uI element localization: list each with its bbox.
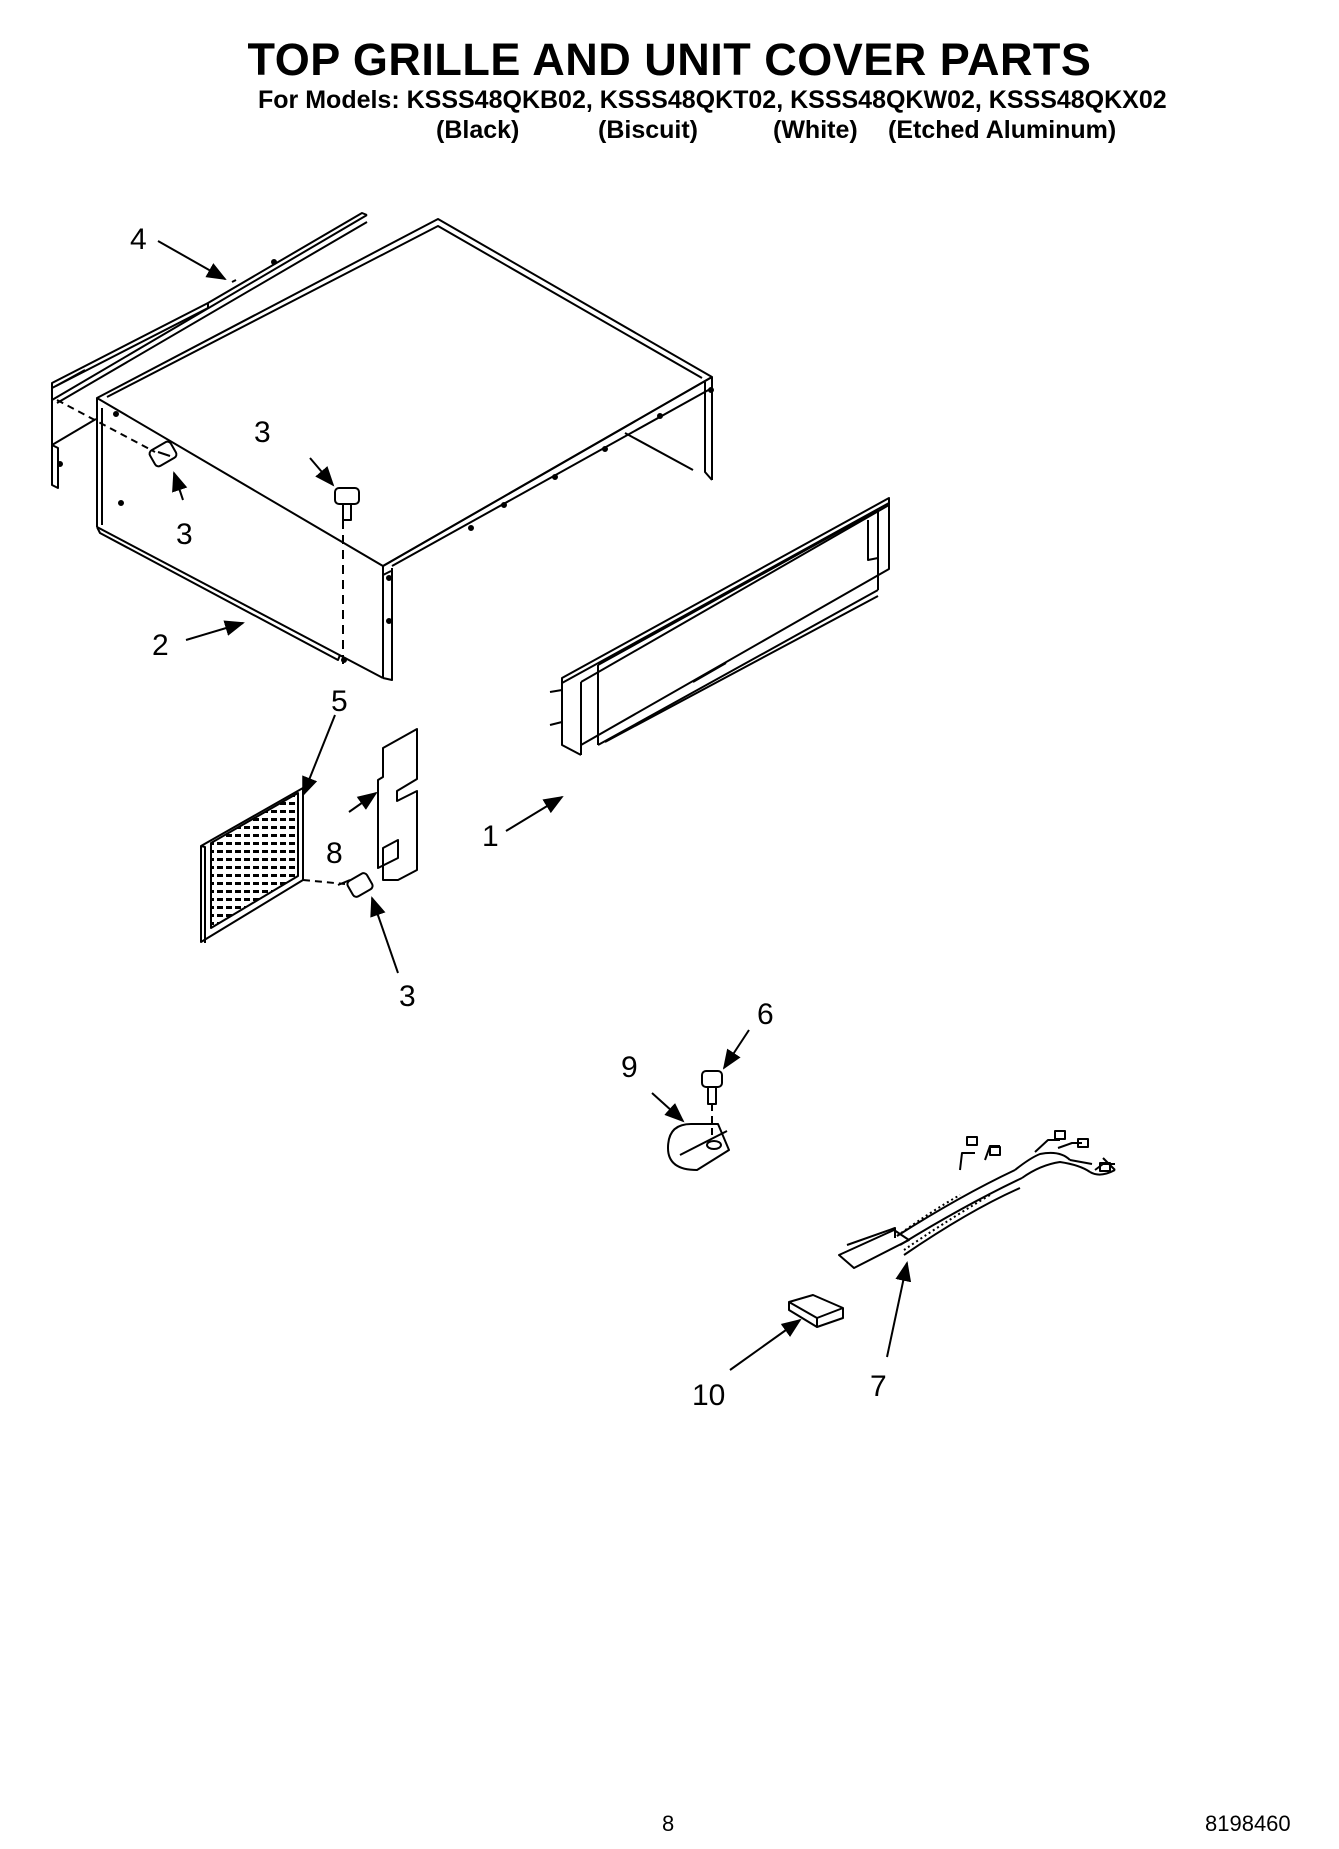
leader-3b — [172, 471, 188, 501]
clamp-part — [667, 1123, 730, 1171]
leader-6 — [722, 1029, 750, 1070]
leader-3c — [370, 896, 399, 974]
rear-panel-part — [51, 212, 368, 489]
connector-part — [788, 1294, 844, 1328]
color-etched-aluminum: (Etched Aluminum) — [888, 116, 1117, 144]
callout-3-grille: 3 — [399, 980, 416, 1013]
callout-3-rear: 3 — [176, 518, 193, 551]
leader-5 — [302, 714, 336, 797]
leader-7 — [886, 1261, 912, 1358]
screw-part-b — [334, 487, 360, 521]
document-number: 8198460 — [1205, 1811, 1291, 1836]
color-white: (White) — [773, 116, 858, 144]
screw-part-6 — [701, 1070, 723, 1105]
leader-3a — [309, 457, 335, 487]
assembly-line-grille-screw — [302, 879, 346, 885]
color-biscuit: (Biscuit) — [598, 116, 698, 144]
callout-5: 5 — [331, 685, 348, 718]
baffle-part — [377, 728, 418, 881]
screw-part-c — [337, 872, 374, 898]
callout-6: 6 — [757, 998, 774, 1031]
screw-part-a — [148, 440, 178, 468]
callout-7: 7 — [870, 1370, 887, 1403]
page-number: 8 — [662, 1811, 675, 1836]
leader-9 — [651, 1092, 685, 1123]
leader-8 — [348, 791, 378, 813]
assembly-line-rear-screw — [56, 399, 156, 453]
unit-cover-part — [96, 218, 714, 681]
callout-10: 10 — [692, 1379, 725, 1412]
models-line: For Models: KSSS48QKB02, KSSS48QKT02, KS… — [258, 86, 1167, 114]
callout-4: 4 — [130, 223, 147, 256]
callout-2: 2 — [152, 629, 169, 662]
callout-1: 1 — [482, 820, 499, 853]
leader-4 — [157, 240, 227, 280]
leader-2 — [185, 620, 245, 641]
page-title: TOP GRILLE AND UNIT COVER PARTS — [247, 34, 1092, 85]
wire-harness-part — [838, 1130, 1116, 1269]
callout-9: 9 — [621, 1051, 638, 1084]
grille-part — [200, 787, 304, 943]
front-trim-part — [549, 497, 890, 756]
color-black: (Black) — [436, 116, 520, 144]
callout-3-top: 3 — [254, 416, 271, 449]
leader-10 — [729, 1318, 802, 1371]
leader-1 — [505, 795, 564, 832]
callout-8: 8 — [326, 837, 343, 870]
